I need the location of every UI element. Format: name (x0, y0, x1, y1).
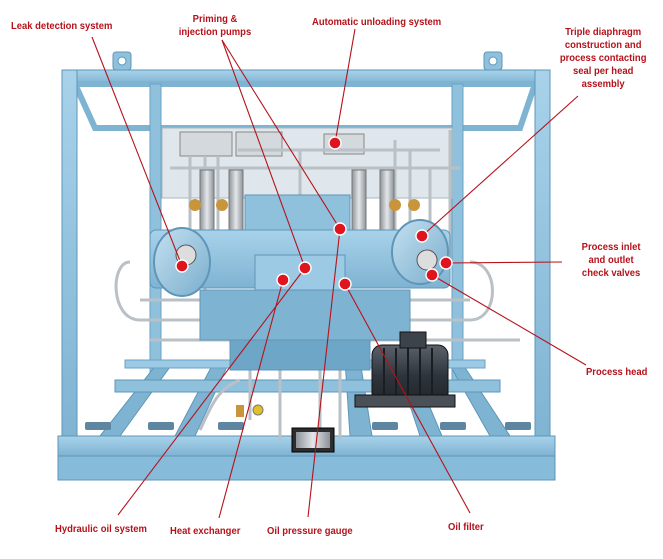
label-triple-line-1: Triple diaphragm (565, 26, 642, 38)
electric-motor (354, 331, 456, 408)
heat-exchanger (236, 404, 335, 453)
marker-check-valves (439, 256, 453, 270)
label-triple-diaphragm: Triple diaphragm construction and proces… (552, 26, 654, 91)
pump-body (149, 194, 451, 371)
label-priming-line-2: injection pumps (178, 26, 252, 38)
label-heat-exchanger: Heat exchanger (170, 525, 241, 537)
marker-process-head (425, 268, 439, 282)
marker-dots (175, 136, 453, 291)
label-triple-line-5: assembly (581, 78, 625, 90)
label-priming-injection-pumps: Priming & injection pumps (166, 13, 265, 39)
marker-unloading (328, 136, 342, 150)
marker-oil-filter (338, 277, 352, 291)
label-check-line-3: check valves (581, 267, 641, 279)
marker-heat-exchanger (276, 273, 290, 287)
label-leak-detection-system: Leak detection system (11, 20, 113, 32)
label-process-head: Process head (586, 366, 648, 378)
label-triple-line-2: construction and (564, 39, 642, 51)
label-triple-line-3: process contacting (559, 52, 647, 64)
label-oil-filter: Oil filter (448, 521, 484, 533)
marker-triple-diaphragm (415, 229, 429, 243)
marker-injection-pump (333, 222, 347, 236)
leader-lines (91, 28, 587, 519)
label-check-line-1: Process inlet (581, 241, 641, 253)
label-priming-line-1: Priming & (192, 13, 238, 25)
label-hydraulic-oil-system: Hydraulic oil system (55, 523, 147, 535)
label-automatic-unloading-system: Automatic unloading system (312, 16, 442, 28)
label-oil-pressure-gauge: Oil pressure gauge (267, 525, 353, 537)
marker-leak-detection (175, 259, 189, 273)
label-check-valves: Process inlet and outlet check valves (574, 241, 648, 280)
marker-priming-pump (298, 261, 312, 275)
label-triple-line-4: seal per head (572, 65, 634, 77)
label-check-line-2: and outlet (588, 254, 634, 266)
